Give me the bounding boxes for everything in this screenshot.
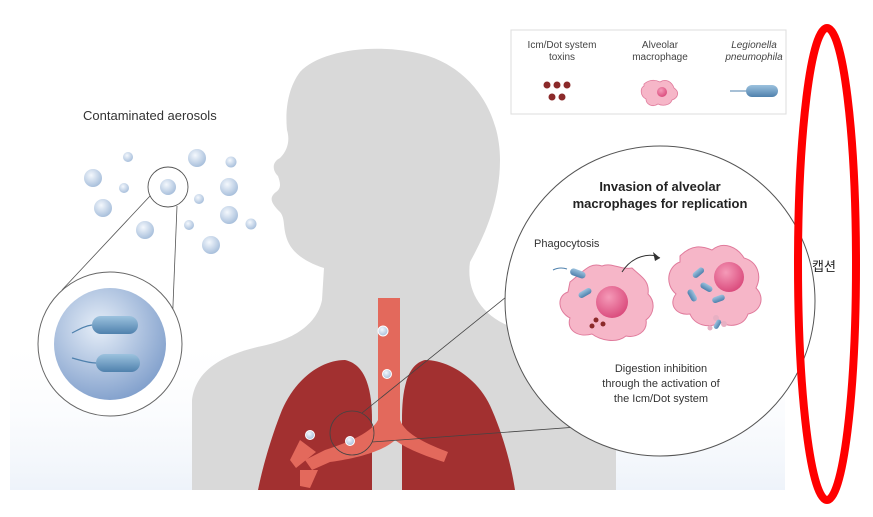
bacterium (71, 316, 138, 334)
legend-toxins-line2: toxins (548, 52, 576, 63)
annotation-ellipse (794, 24, 860, 504)
legend-bacteria-label: Legionella pneumophila (712, 40, 796, 64)
invasion-title-line1: Invasion of alveolar (599, 179, 721, 194)
right-lung (402, 360, 515, 490)
caption-label: 캡션 (812, 260, 836, 275)
digestion-line3: the Icm/Dot system (613, 393, 709, 405)
aerosols-label: Contaminated aerosols (83, 108, 217, 123)
trachea (305, 298, 448, 470)
legend-bacteria-line2: pneumophila (725, 52, 783, 63)
digestion-line1: Digestion inhibition (614, 363, 708, 375)
invasion-title: Invasion of alveolar macrophages for rep… (560, 178, 760, 212)
legend-macrophage-line2: macrophage (632, 52, 688, 63)
toxin-legend-icon (543, 81, 571, 101)
invasion-zoom-circle (504, 145, 816, 457)
macrophage-legend-icon (640, 79, 678, 107)
progression-arrow-head (653, 252, 660, 261)
lung-zoom-circle (329, 410, 375, 456)
legend-macrophage-line1: Alveolar (641, 40, 679, 51)
invasion-title-line2: macrophages for replication (572, 196, 748, 211)
macrophage-replication (668, 245, 762, 331)
macrophage-phagocytosis (552, 264, 654, 341)
bacterium-legend-icon (730, 85, 778, 97)
magnified-droplet (54, 288, 166, 400)
legend-macrophage-label: Alveolar macrophage (615, 40, 705, 64)
human-silhouette (192, 48, 616, 490)
digestion-label: Digestion inhibition through the activat… (576, 362, 746, 407)
digestion-line2: through the activation of (602, 378, 720, 390)
legend-toxins-label: Icm/Dot system toxins (517, 40, 607, 64)
aerosol-cloud (84, 149, 257, 254)
airway-particle (382, 369, 392, 379)
airway-particle (345, 436, 355, 446)
legend-bacteria-line1: Legionella (731, 40, 777, 51)
legend-toxins-line1: Icm/Dot system (527, 40, 597, 51)
airway-particle (305, 430, 315, 440)
aerosol-zoom-line (61, 195, 151, 291)
bronchiole-branches (290, 440, 318, 488)
airway-particle (377, 325, 389, 337)
bacterium (71, 354, 140, 372)
phagocytosis-label: Phagocytosis (534, 238, 600, 250)
